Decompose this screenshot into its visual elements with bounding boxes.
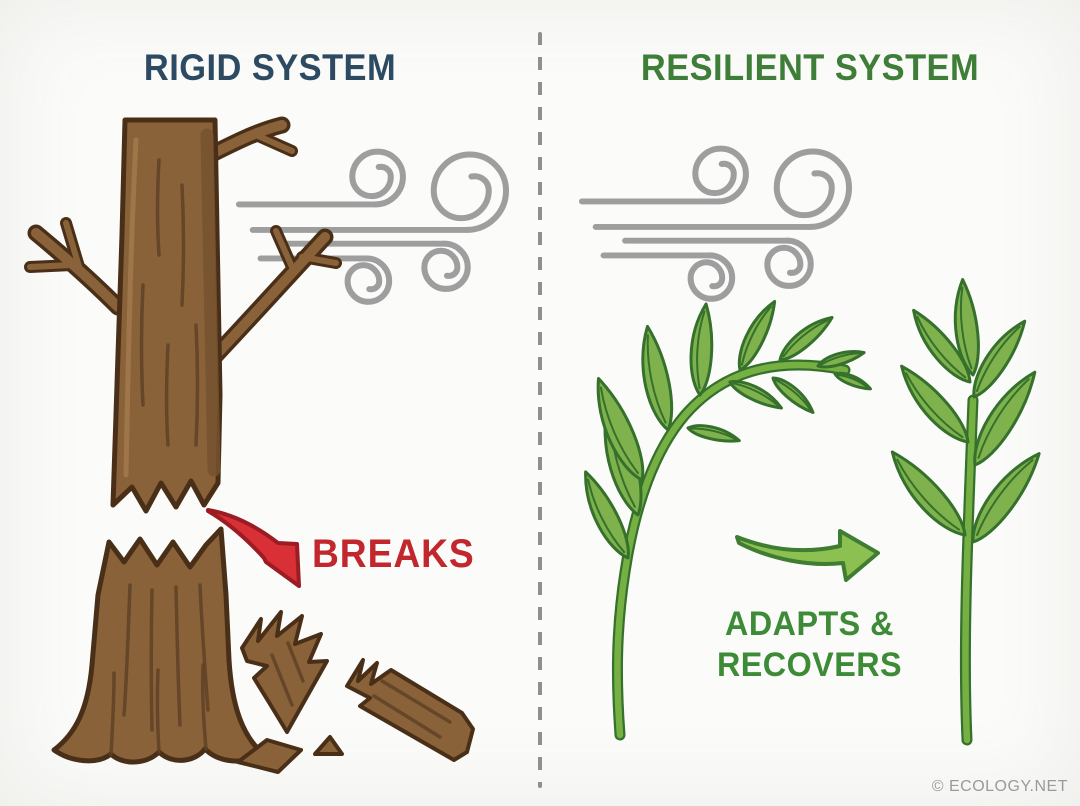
bent-plant-illustration <box>573 296 873 741</box>
resilient-panel-title: RESILIENT SYSTEM <box>640 46 980 88</box>
recovered-plant-stem <box>959 394 979 746</box>
broken-pieces <box>236 610 475 774</box>
bark-grain <box>109 128 221 756</box>
break-arrow-icon <box>206 508 301 588</box>
wind-gust-icon <box>576 143 851 303</box>
recovered-plant-illustration <box>880 277 1051 746</box>
tree-upper-trunk <box>110 117 223 514</box>
adapts-line: ADAPTS & <box>725 605 894 643</box>
adapts-recovers-label: ADAPTS & RECOVERS <box>698 604 921 686</box>
recovers-line: RECOVERS <box>716 645 903 684</box>
adapt-arrow-icon <box>735 529 880 582</box>
bent-plant-stem <box>611 359 851 741</box>
broken-tree-illustration <box>24 116 475 774</box>
copyright-text: © ECOLOGY.NET <box>931 778 1068 795</box>
breaks-label: BREAKS <box>312 532 475 576</box>
panel-divider <box>538 32 542 788</box>
rigid-panel-title: RIGID SYSTEM <box>143 46 397 88</box>
tree-lower-trunk <box>51 526 266 765</box>
